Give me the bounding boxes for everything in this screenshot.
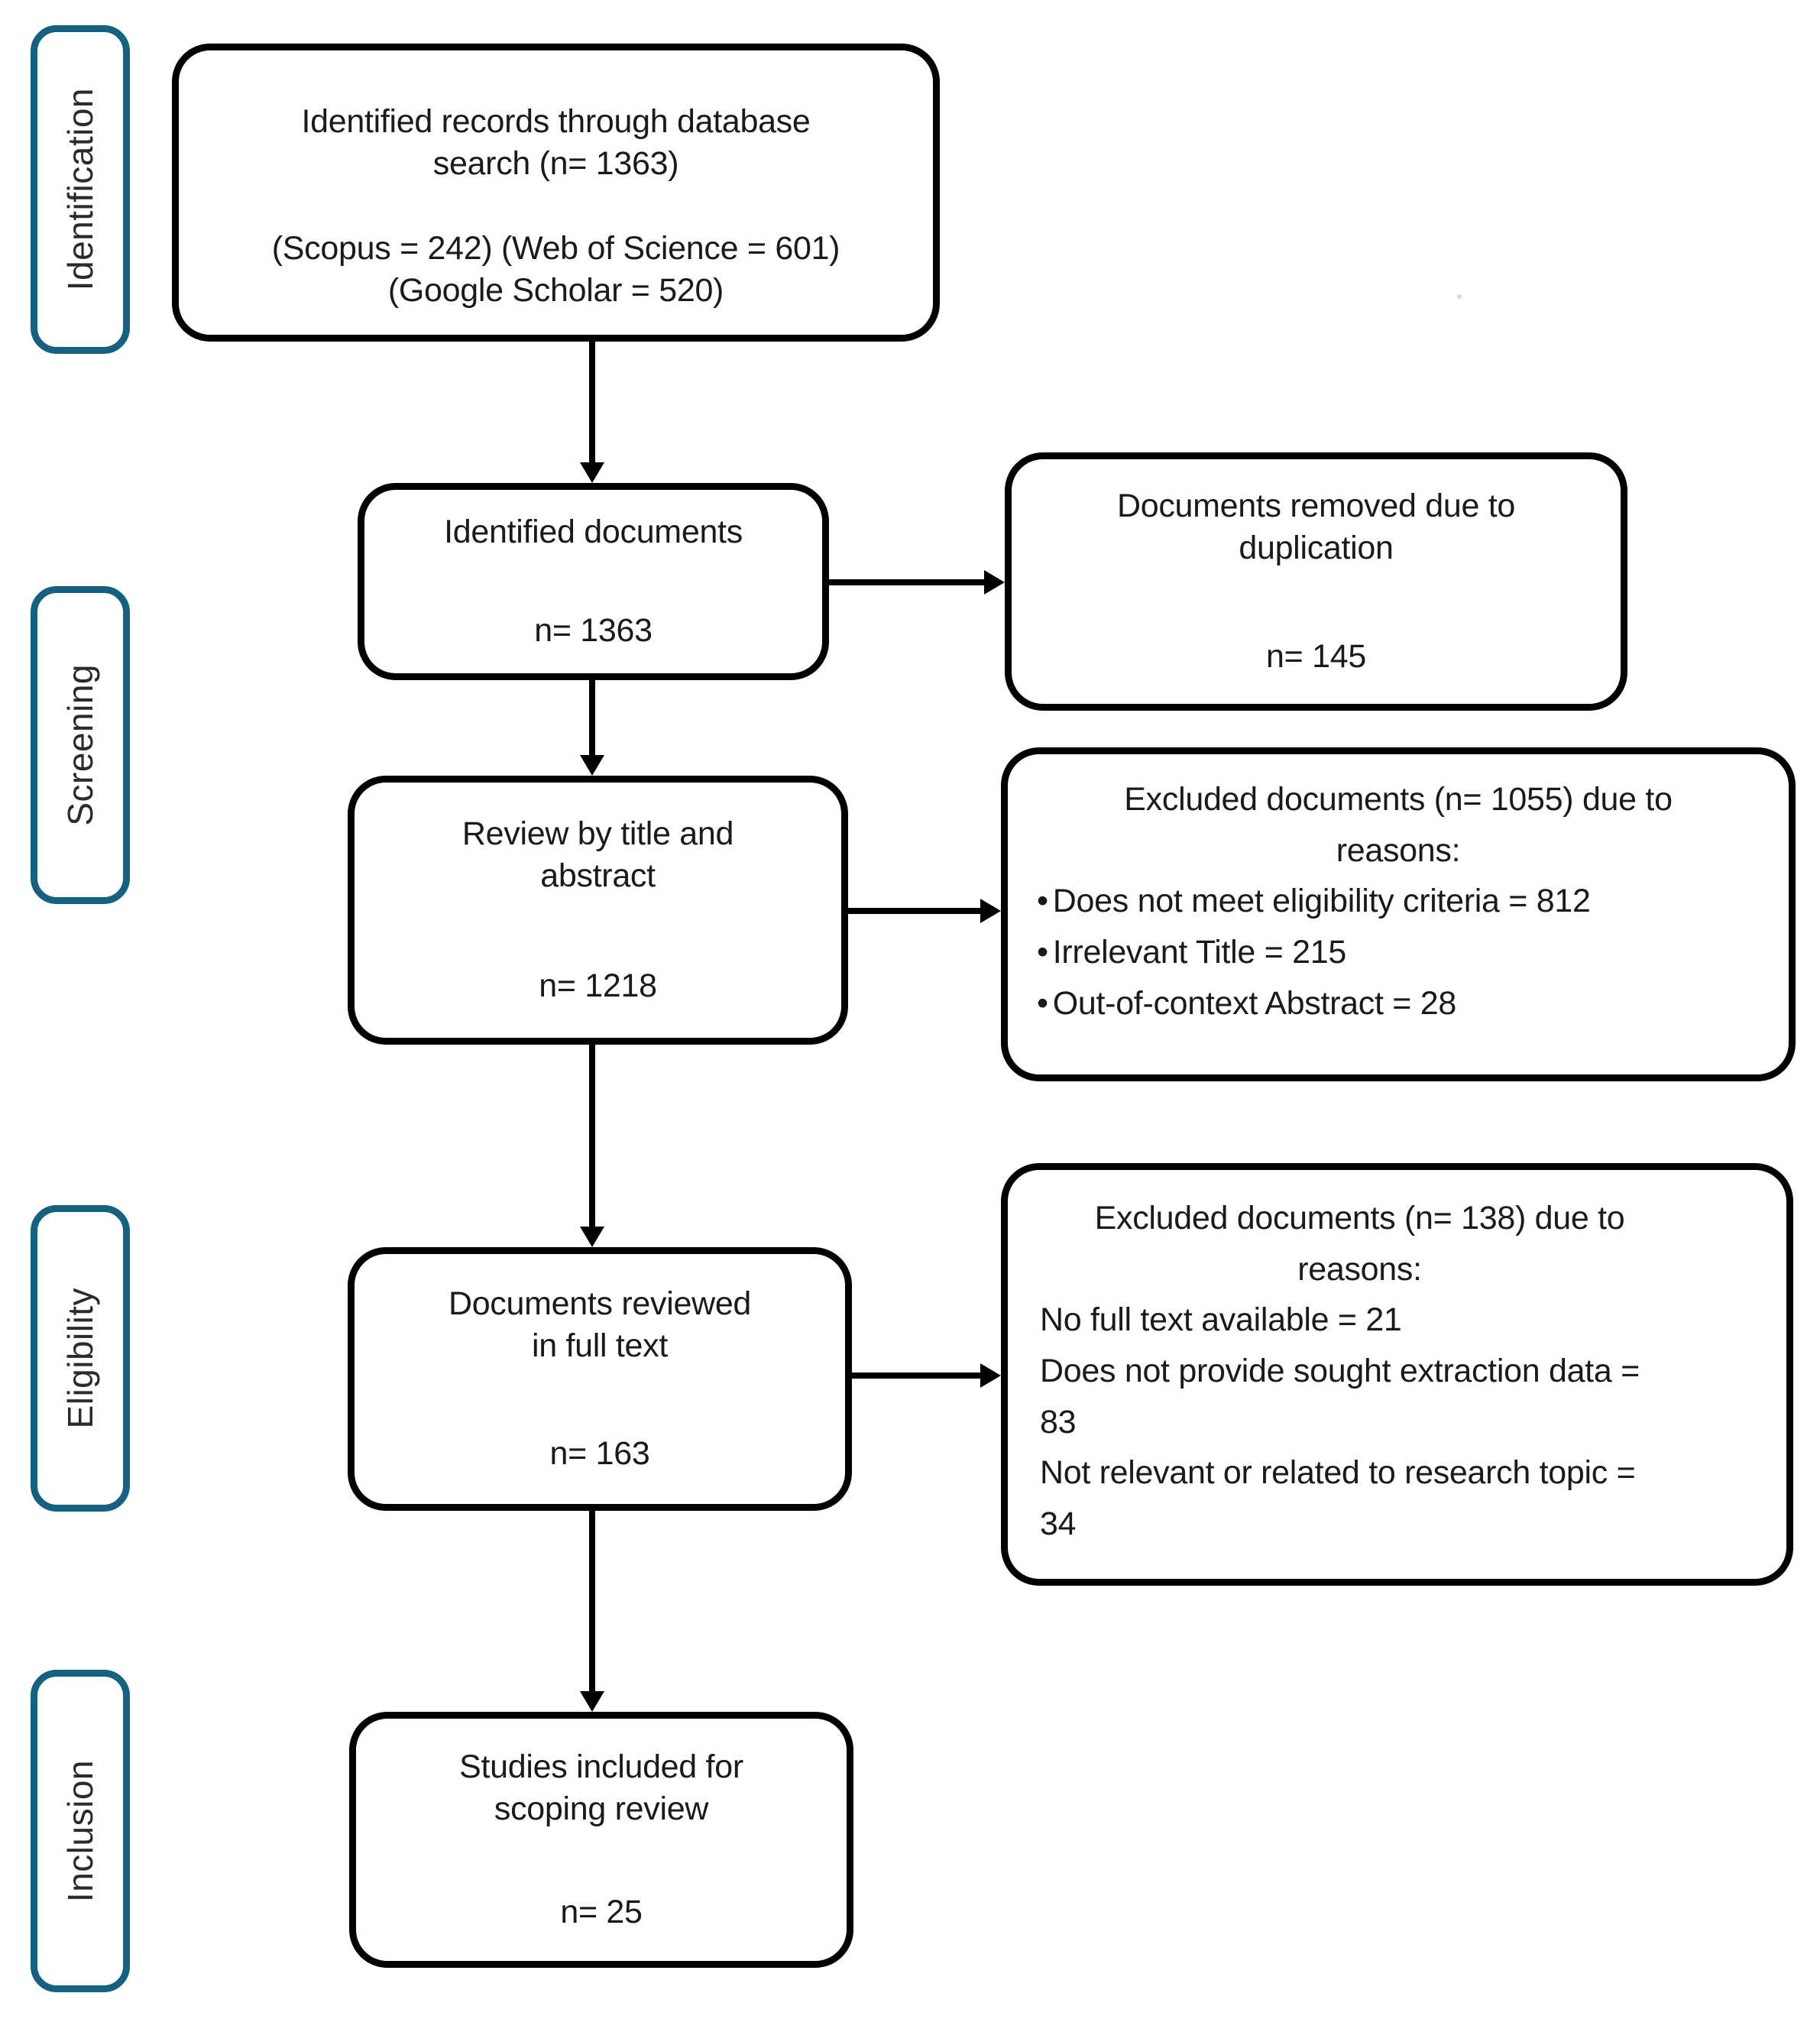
arrow-search-to-identified-line — [589, 342, 595, 463]
node-excluded-full-text-header1: Excluded documents (n= 138) due to — [1094, 1200, 1625, 1236]
node-title-abstract-review-line2: abstract — [540, 857, 656, 895]
stage-screening-label: Screening — [60, 664, 100, 826]
node-database-search-line2: search (n= 1363) — [432, 145, 679, 183]
node-title-abstract-review-header: Review by title and abstract — [370, 813, 826, 897]
node-included-studies: Studies included for scoping review n= 2… — [349, 1712, 853, 1968]
node-excluded-title-abstract-header1: Excluded documents (n= 1055) due to — [1124, 781, 1673, 818]
node-title-abstract-review: Review by title and abstract n= 1218 — [348, 776, 848, 1045]
arrow-identified-to-duplicates-head — [984, 570, 1005, 595]
node-removed-duplicates-count: n= 145 — [1266, 637, 1366, 675]
node-excluded-title-abstract-reasons: Does not meet eligibility criteria = 812… — [1037, 876, 1760, 1029]
stray-speck — [1457, 294, 1462, 299]
stage-identification: Identification — [31, 25, 130, 354]
excluded-reason-item: Not relevant or related to research topi… — [1040, 1454, 1636, 1542]
node-excluded-full-text-reasons: No full text available = 21 Does not pro… — [1040, 1295, 1679, 1549]
node-identified-documents: Identified documents n= 1363 — [358, 483, 829, 680]
node-excluded-full-text: Excluded documents (n= 138) due to reaso… — [1001, 1163, 1793, 1586]
excluded-reason-item: Does not provide sought extraction data … — [1040, 1352, 1640, 1441]
node-database-search-sources: (Scopus = 242) (Web of Science = 601) (G… — [199, 228, 913, 312]
node-full-text-review: Documents reviewed in full text n= 163 — [348, 1247, 852, 1511]
excluded-reason-item: Irrelevant Title = 215 — [1037, 927, 1760, 978]
stage-eligibility-label: Eligibility — [60, 1288, 100, 1429]
node-database-search-top: Identified records through database sear… — [199, 73, 913, 185]
node-excluded-title-abstract-header2: reasons: — [1336, 831, 1461, 869]
node-database-search: Identified records through database sear… — [172, 44, 940, 342]
node-included-studies-count: n= 25 — [560, 1893, 643, 1930]
excluded-reason-item: No full text available = 21 — [1040, 1301, 1402, 1339]
node-removed-duplicates-line2: duplication — [1239, 530, 1394, 567]
node-excluded-title-abstract: Excluded documents (n= 1055) due to reas… — [1001, 747, 1796, 1081]
node-database-search-line3: (Scopus = 242) (Web of Science = 601) — [271, 229, 840, 267]
arrow-fulltext-to-included-line — [589, 1511, 595, 1692]
arrow-fulltext-to-excluded-line — [852, 1372, 981, 1379]
arrow-fulltext-to-included-head — [580, 1691, 604, 1712]
excluded-reason-item: Does not meet eligibility criteria = 812 — [1037, 876, 1760, 927]
node-database-search-line1: Identified records through database — [301, 103, 811, 140]
node-full-text-review-line2: in full text — [531, 1327, 669, 1365]
node-full-text-review-header: Documents reviewed in full text — [370, 1283, 830, 1367]
arrow-review-to-fulltext-head — [580, 1227, 604, 1247]
stage-inclusion: Inclusion — [31, 1670, 130, 1992]
node-full-text-review-count: n= 163 — [549, 1434, 650, 1472]
arrow-review-to-excluded-head — [980, 899, 1001, 923]
node-title-abstract-review-count: n= 1218 — [539, 967, 657, 1004]
arrow-review-to-fulltext-line — [589, 1045, 595, 1227]
arrow-review-to-excluded-line — [848, 908, 981, 914]
node-removed-duplicates-header: Documents removed due to duplication — [1030, 485, 1602, 569]
arrow-identified-to-review-line — [589, 680, 595, 756]
node-included-studies-line2: scoping review — [494, 1791, 709, 1828]
node-title-abstract-review-line1: Review by title and — [461, 815, 734, 852]
node-database-search-line4: (Google Scholar = 520) — [387, 271, 724, 309]
stage-identification-label: Identification — [60, 88, 100, 291]
stage-screening: Screening — [31, 586, 130, 904]
excluded-reason-item: Out-of-context Abstract = 28 — [1037, 978, 1760, 1029]
node-removed-duplicates: Documents removed due to duplication n= … — [1005, 452, 1627, 711]
node-included-studies-header: Studies included for scoping review — [371, 1746, 831, 1830]
node-identified-documents-count: n= 1363 — [534, 611, 653, 649]
node-identified-documents-title: Identified documents — [444, 514, 743, 550]
stage-inclusion-label: Inclusion — [60, 1759, 100, 1903]
node-full-text-review-line1: Documents reviewed — [448, 1285, 752, 1322]
node-removed-duplicates-line1: Documents removed due to — [1116, 488, 1516, 524]
arrow-identified-to-duplicates-line — [829, 579, 985, 585]
arrow-fulltext-to-excluded-head — [980, 1363, 1001, 1388]
stage-eligibility: Eligibility — [31, 1205, 130, 1512]
node-included-studies-line1: Studies included for — [459, 1748, 743, 1785]
arrow-search-to-identified-head — [580, 462, 604, 483]
arrow-identified-to-review-head — [580, 755, 604, 776]
node-excluded-full-text-header2: reasons: — [1297, 1250, 1422, 1288]
